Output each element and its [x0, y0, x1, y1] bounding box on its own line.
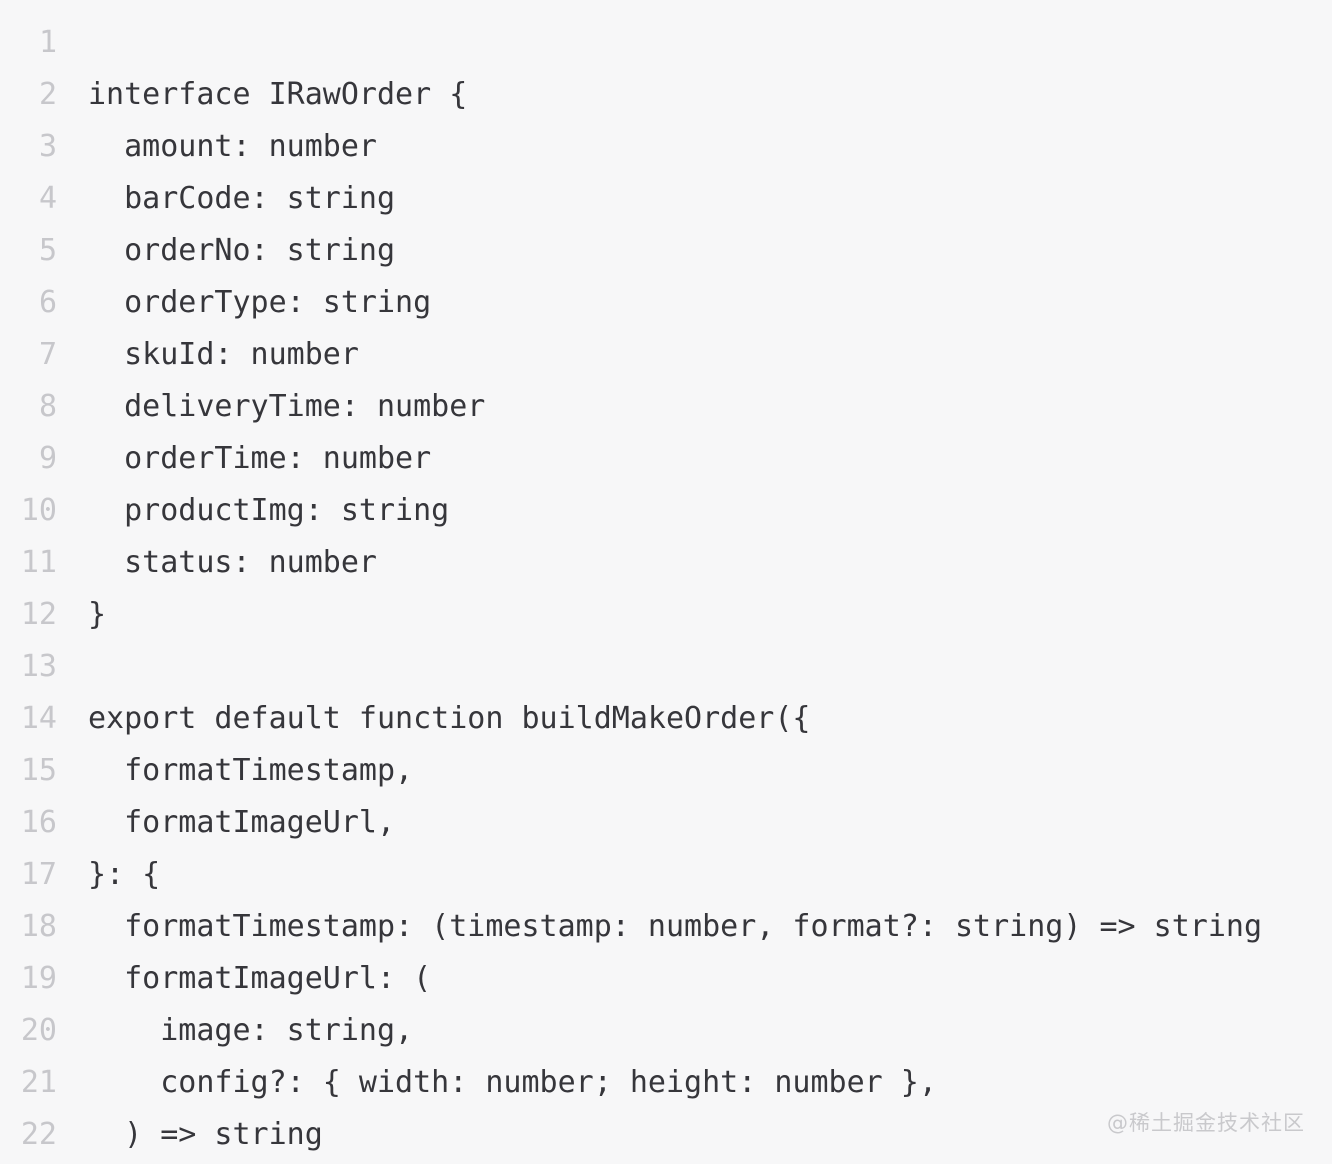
- code-line: 22 ) => string: [0, 1109, 1332, 1161]
- line-code: config?: { width: number; height: number…: [88, 1065, 937, 1100]
- line-code: }: {: [88, 857, 161, 892]
- code-line: 10 productImg: string: [0, 485, 1332, 537]
- code-line: 2 interface IRawOrder {: [0, 69, 1332, 121]
- line-number: 15: [20, 753, 57, 788]
- code-line: 1: [0, 17, 1332, 69]
- line-code: ) => string: [88, 1117, 323, 1152]
- code-line: 11 status: number: [0, 537, 1332, 589]
- line-number: 13: [20, 649, 57, 684]
- line-code: amount: number: [88, 129, 377, 164]
- juejin-watermark: @稀土掘金技术社区: [1107, 1111, 1305, 1135]
- line-code: deliveryTime: number: [88, 389, 486, 424]
- code-line: 8 deliveryTime: number: [0, 381, 1332, 433]
- code-line: 12 }: [0, 589, 1332, 641]
- line-code: image: string,: [88, 1013, 414, 1048]
- line-code: barCode: string: [88, 181, 396, 216]
- code-line: 15 formatTimestamp,: [0, 745, 1332, 797]
- code-line: 20 image: string,: [0, 1005, 1332, 1057]
- code-line: 14 export default function buildMakeOrde…: [0, 693, 1332, 745]
- line-number: 12: [20, 597, 57, 632]
- line-code: skuId: number: [88, 337, 359, 372]
- line-number: 2: [38, 77, 57, 112]
- line-number: 9: [38, 441, 57, 476]
- line-code: [57, 641, 88, 693]
- code-line: 18 formatTimestamp: (timestamp: number, …: [0, 901, 1332, 953]
- line-number: 11: [20, 545, 57, 580]
- line-code: orderType: string: [88, 285, 432, 320]
- code-line: 9 orderTime: number: [0, 433, 1332, 485]
- line-number: 3: [38, 129, 57, 164]
- line-code: productImg: string: [88, 493, 450, 528]
- code-line: 16 formatImageUrl,: [0, 797, 1332, 849]
- line-number: 5: [38, 233, 57, 268]
- code-line: 5 orderNo: string: [0, 225, 1332, 277]
- code-line: 17 }: {: [0, 849, 1332, 901]
- code-line: 4 barCode: string: [0, 173, 1332, 225]
- code-line: 19 formatImageUrl: (: [0, 953, 1332, 1005]
- line-number: 4: [38, 181, 57, 216]
- code-line: 21 config?: { width: number; height: num…: [0, 1057, 1332, 1109]
- line-number: 14: [20, 701, 57, 736]
- code-line: 13: [0, 641, 1332, 693]
- code-line: 3 amount: number: [0, 121, 1332, 173]
- line-number: 22: [20, 1117, 57, 1152]
- line-code: formatImageUrl: (: [88, 961, 432, 996]
- line-number: 16: [20, 805, 57, 840]
- line-number: 1: [38, 25, 57, 60]
- line-code: interface IRawOrder {: [88, 77, 468, 112]
- line-code: formatImageUrl,: [88, 805, 396, 840]
- line-number: 8: [38, 389, 57, 424]
- line-code: formatTimestamp,: [88, 753, 414, 788]
- code-line: 7 skuId: number: [0, 329, 1332, 381]
- line-number: 6: [38, 285, 57, 320]
- line-number: 18: [20, 909, 57, 944]
- line-code: orderNo: string: [88, 233, 396, 268]
- line-code: status: number: [88, 545, 377, 580]
- line-number: 19: [20, 961, 57, 996]
- line-code: }: [88, 597, 107, 632]
- line-number: 10: [20, 493, 57, 528]
- line-code: export default function buildMakeOrder({: [88, 701, 811, 736]
- line-number: 17: [20, 857, 57, 892]
- code-lines: 1 2 interface IRawOrder { 3 amount: numb…: [0, 17, 1332, 1161]
- line-code: [57, 17, 88, 69]
- code-line: 6 orderType: string: [0, 277, 1332, 329]
- line-code: orderTime: number: [88, 441, 432, 476]
- line-number: 21: [20, 1065, 57, 1100]
- line-code: formatTimestamp: (timestamp: number, for…: [88, 909, 1262, 944]
- line-number: 7: [38, 337, 57, 372]
- line-number: 20: [20, 1013, 57, 1048]
